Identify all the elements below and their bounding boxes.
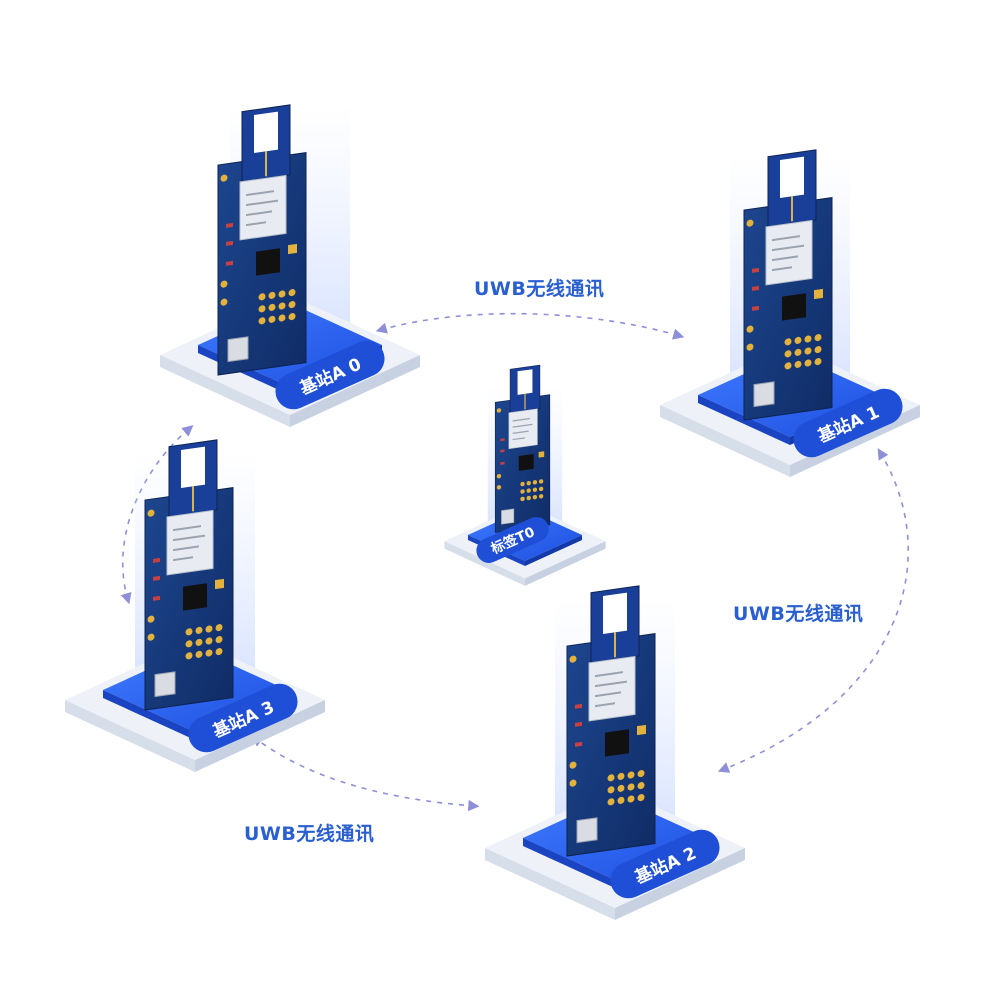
link-a3-a0 (120, 425, 194, 605)
station-a1: 基站A 1 (660, 146, 920, 477)
link-a0-a1 (375, 312, 685, 340)
station-a3: 基站A 3 (65, 436, 325, 772)
station-a3-badge (188, 683, 298, 753)
station-a0: 基站A 0 (160, 101, 420, 427)
link-a1-a2 (717, 448, 909, 773)
link-label-top: UWB无线通讯 (474, 278, 605, 300)
station-a2: 基站A 2 (485, 582, 745, 920)
link-a2-a3 (251, 735, 480, 812)
link-label-bottom: UWB无线通讯 (244, 823, 375, 845)
station-a2-badge (610, 829, 720, 899)
tag-t0: 标签T0 (444, 363, 606, 586)
station-a1-badge (793, 388, 903, 458)
tag-t0-badge (476, 516, 549, 563)
link-ring (120, 312, 909, 812)
link-label-right: UWB无线通讯 (733, 603, 864, 625)
station-a0-badge (275, 340, 385, 410)
